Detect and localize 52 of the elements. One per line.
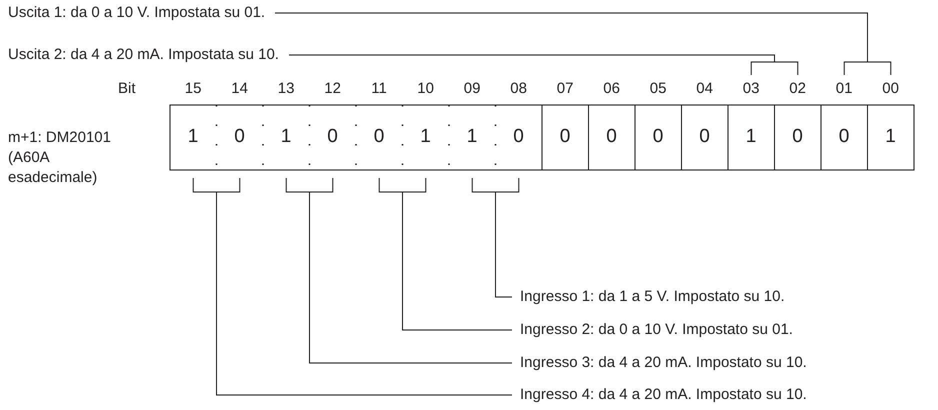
leader-line [402, 192, 512, 330]
leader-line [495, 192, 512, 298]
bit-value: 0 [234, 126, 245, 148]
bit-number: 02 [789, 80, 806, 98]
bit-value: 0 [513, 126, 524, 148]
bit-value: 0 [652, 126, 664, 148]
callout-text: Ingresso 2: da 0 a 10 V. Impostato su 01. [520, 321, 793, 339]
bit-number: 01 [836, 80, 852, 98]
bit-number: 03 [742, 80, 760, 98]
bit-number: 15 [184, 80, 202, 98]
bit-number: 09 [464, 80, 480, 98]
bit-number: 05 [650, 80, 666, 98]
bit-header: Bit [118, 80, 136, 98]
bit-value: 1 [188, 126, 198, 148]
bit-value: 1 [420, 126, 431, 148]
bit-number: 00 [882, 80, 899, 98]
bracket [192, 178, 240, 192]
bit-number: 07 [556, 80, 574, 98]
bit-number: 12 [324, 80, 341, 98]
bit-value: 1 [746, 126, 756, 148]
bracket [750, 62, 798, 76]
leader-line [274, 12, 868, 62]
bit-value: 0 [838, 126, 850, 148]
bit-number: 13 [278, 80, 294, 98]
bit-number: 10 [417, 80, 434, 98]
callout-text: Ingresso 4: da 4 a 20 mA. Impostato su 10. [520, 386, 807, 404]
callout-text: Ingresso 3: da 4 a 20 mA. Impostato su 10. [520, 354, 807, 372]
bit-number: 04 [696, 80, 713, 98]
bracket [286, 178, 334, 192]
bit-value: 0 [560, 126, 570, 148]
callout-text: Uscita 1: da 0 a 10 V. Impostata su 01. [8, 4, 266, 22]
callout-text: Uscita 2: da 4 a 20 mA. Impostata su 10. [8, 46, 279, 64]
bit-number: 06 [603, 80, 620, 98]
bracket [844, 62, 892, 76]
bit-value: 0 [606, 126, 617, 148]
bit-number: 08 [510, 80, 527, 98]
bit-value: 1 [280, 126, 292, 148]
bit-value: 0 [792, 126, 803, 148]
bit-value: 1 [466, 126, 478, 148]
leader-line [309, 192, 512, 364]
leader-line [216, 192, 512, 396]
bit-number: 11 [371, 80, 387, 98]
register-label: m+1: DM20101 (A60A esadecimale) [8, 128, 112, 188]
bracket [472, 178, 520, 192]
bit-number: 14 [231, 80, 248, 98]
bracket [378, 178, 426, 192]
bit-value: 0 [699, 126, 710, 148]
callout-text: Ingresso 1: da 1 a 5 V. Impostato su 10. [520, 288, 785, 306]
bit-value: 0 [327, 126, 338, 148]
leader-line [288, 54, 775, 62]
bit-value: 1 [885, 126, 896, 148]
bit-value: 0 [374, 126, 384, 148]
